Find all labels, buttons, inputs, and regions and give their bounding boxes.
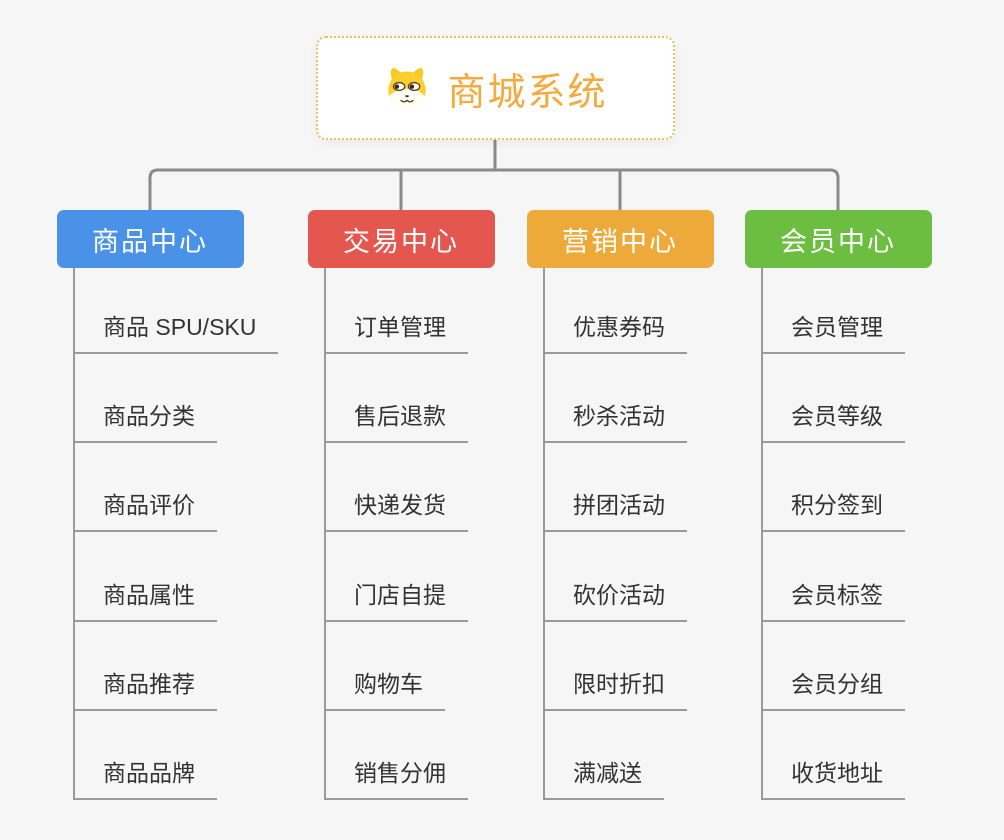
subtopic-item[interactable]: 限时折扣: [543, 663, 687, 711]
subtopic-item[interactable]: 拼团活动: [543, 484, 687, 532]
subtopic-item[interactable]: 砍价活动: [543, 574, 687, 622]
subtopic-item[interactable]: 订单管理: [324, 306, 468, 354]
subtopic-item[interactable]: 售后退款: [324, 395, 468, 443]
shiba-dog-icon: [388, 67, 427, 109]
subtopic-item[interactable]: 收货地址: [761, 752, 905, 800]
subtopic-item[interactable]: 商品分类: [73, 395, 217, 443]
root-topic[interactable]: 商城系统: [316, 36, 675, 140]
subtopic-item[interactable]: 商品推荐: [73, 663, 217, 711]
subtopic-item[interactable]: 会员管理: [761, 306, 905, 354]
subtopic-item[interactable]: 快递发货: [324, 484, 468, 532]
subtopic-item[interactable]: 商品品牌: [73, 752, 217, 800]
branch-topic-label: 交易中心: [343, 226, 459, 257]
branch-bus-line: [148, 168, 840, 210]
branch-topic[interactable]: 交易中心: [307, 210, 495, 268]
subtopic-item[interactable]: 会员分组: [761, 663, 905, 711]
subtopic-item[interactable]: 商品 SPU/SKU: [73, 306, 279, 354]
branch-connector-line: [543, 268, 545, 800]
branch-connector-line: [73, 268, 75, 800]
subtopic-item[interactable]: 积分签到: [761, 484, 905, 532]
subtopic-item[interactable]: 门店自提: [324, 574, 468, 622]
subtopic-item[interactable]: 秒杀活动: [543, 395, 687, 443]
subtopic-item[interactable]: 会员等级: [761, 395, 905, 443]
branch-connector-line: [324, 268, 326, 800]
branch-topic-label: 营销中心: [562, 226, 678, 257]
branch-topic[interactable]: 会员中心: [744, 210, 932, 268]
subtopic-item[interactable]: 满减送: [543, 752, 664, 800]
branch-topic[interactable]: 商品中心: [56, 210, 244, 268]
subtopic-item[interactable]: 购物车: [324, 663, 445, 711]
subtopic-item[interactable]: 商品属性: [73, 574, 217, 622]
branch-topic-label: 商品中心: [92, 226, 208, 257]
branch-topic[interactable]: 营销中心: [526, 210, 714, 268]
branch-connector-line: [761, 268, 763, 800]
subtopic-item[interactable]: 优惠券码: [543, 306, 687, 354]
subtopic-item[interactable]: 销售分佣: [324, 752, 468, 800]
subtopic-item[interactable]: 会员标签: [761, 574, 905, 622]
root-topic-label: 商城系统: [447, 71, 608, 114]
branch-topic-label: 会员中心: [780, 226, 896, 257]
subtopic-item[interactable]: 商品评价: [73, 484, 217, 532]
